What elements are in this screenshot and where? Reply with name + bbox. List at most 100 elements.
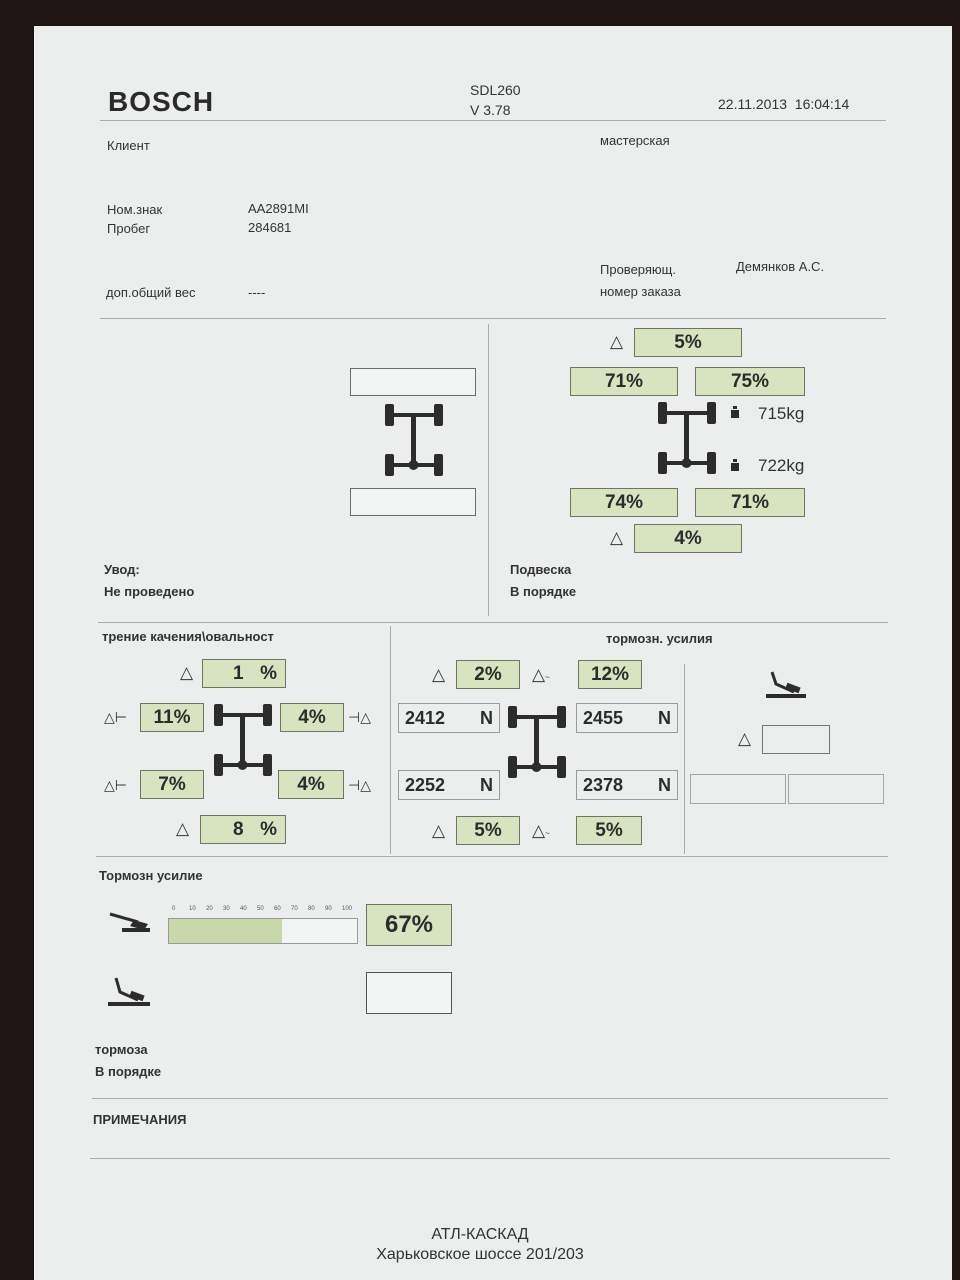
inspector-value: Демянков А.С. (736, 259, 825, 274)
rolling-rear-right: 4% (278, 770, 344, 799)
hand-brake-icon (109, 912, 150, 932)
suspension-rear-right: 71% (695, 488, 805, 517)
section-divider-vertical (684, 664, 685, 854)
rolling-rear-delta-value: 8 (233, 818, 244, 840)
rolling-front-left: 11% (140, 703, 204, 732)
chassis-diagram-icon (508, 706, 566, 778)
alignment-status: Не проведено (104, 584, 195, 599)
inspector-label: Проверяющ. (600, 262, 676, 277)
suspension-rear-weight: 722kg (758, 456, 805, 475)
scale-tick-label: 100 (342, 906, 353, 912)
scale-tick-label: 10 (189, 906, 196, 912)
section-divider-vertical (390, 626, 391, 854)
rolling-left-icon: △⊢ (104, 777, 127, 793)
chassis-diagram-icon (658, 402, 716, 474)
force-unit: N (480, 707, 493, 728)
workshop-label: мастерская (600, 133, 670, 148)
footer-address: Харьковское шоссе 201/203 (376, 1246, 584, 1263)
delta-icon: △ (432, 665, 446, 684)
efficiency-bar-fill (169, 919, 282, 943)
software-version: V 3.78 (470, 102, 511, 118)
force-value: 2252 (405, 774, 446, 795)
efficiency-bar (168, 918, 358, 944)
brand-logo: BOSCH (108, 86, 215, 117)
rolling-right-icon: ⊣△ (348, 709, 371, 725)
section-divider (98, 622, 888, 623)
order-label: номер заказа (600, 284, 681, 299)
delta-icon: △ (180, 663, 194, 682)
force-value: 2412 (405, 707, 446, 728)
brake-front-delta2: 12% (578, 660, 642, 689)
brake-rear-right-force: 2378 N (576, 770, 678, 800)
delta-ovality-icon: △~ (532, 821, 550, 840)
scale-tick-label: 30 (223, 906, 230, 912)
force-unit: N (658, 707, 671, 728)
mileage-label: Пробег (107, 221, 151, 236)
report-sheet (34, 26, 952, 1280)
brake-rear-delta2: 5% (576, 816, 642, 845)
scale-tick-label: 0 (172, 906, 176, 912)
scale-tick-label: 80 (308, 906, 315, 912)
alignment-front-box (350, 368, 476, 396)
scale-tick-label: 70 (291, 906, 298, 912)
foot-brake-box (366, 972, 452, 1014)
force-unit: N (480, 774, 493, 795)
suspension-front-right: 75% (695, 367, 805, 396)
suspension-front-delta: 5% (634, 328, 742, 357)
section-divider (90, 1158, 890, 1159)
brake-rear-delta: 5% (456, 816, 520, 845)
scale-tick-label: 50 (257, 906, 264, 912)
extra-weight-label: доп.общий вес (106, 285, 196, 300)
section-divider (92, 1098, 888, 1099)
suspension-front-left: 71% (570, 367, 678, 396)
section-divider (96, 856, 888, 857)
plate-label: Ном.знак (107, 202, 163, 217)
chassis-diagram-icon (385, 404, 443, 476)
rolling-right-icon: ⊣△ (348, 777, 371, 793)
percent-unit: % (260, 818, 277, 840)
rolling-front-delta-value: 1 (233, 662, 244, 684)
force-unit: N (658, 774, 671, 795)
pedal-right-box (788, 774, 884, 804)
delta-icon: △ (610, 332, 624, 351)
alignment-rear-box (350, 488, 476, 516)
report-datetime: 22.11.2013 16:04:14 (718, 96, 850, 112)
notes-label: ПРИМЕЧАНИЯ (93, 1112, 187, 1127)
pedal-left-box (690, 774, 786, 804)
suspension-rear-delta: 4% (634, 524, 742, 553)
brake-force-title: тормозн. усилия (606, 631, 713, 646)
delta-icon: △ (610, 528, 624, 547)
rolling-rear-left: 7% (140, 770, 204, 799)
brakes-title: тормоза (95, 1042, 148, 1057)
suspension-rear-left: 74% (570, 488, 678, 517)
rolling-rear-delta: 8% (200, 815, 286, 844)
mileage-value: 284681 (248, 220, 292, 235)
brake-front-right-force: 2455 N (576, 703, 678, 733)
suspension-front-weight: 715kg (758, 404, 805, 423)
chassis-diagram-icon (214, 704, 272, 776)
parking-title: Тормозн усилие (99, 868, 203, 883)
scale-tick-label: 20 (206, 906, 213, 912)
delta-icon: △ (432, 821, 446, 840)
weight-icon (731, 406, 739, 418)
scale-tick-label: 40 (240, 906, 247, 912)
weight-icon (731, 459, 739, 471)
pedal-delta-box (762, 725, 830, 754)
section-divider-vertical (488, 324, 489, 616)
percent-unit: % (260, 662, 277, 684)
brake-front-delta: 2% (456, 660, 520, 689)
parking-efficiency: 67% (366, 904, 452, 946)
plate-value: AA2891MI (248, 201, 309, 216)
delta-ovality-icon: △~ (532, 665, 550, 684)
brake-rear-left-force: 2252 N (398, 770, 500, 800)
brake-pedal-icon (766, 671, 806, 698)
rolling-left-icon: △⊢ (104, 709, 127, 725)
rolling-title: трение качения\овальност (102, 629, 274, 644)
force-value: 2455 (583, 707, 624, 728)
device-model: SDL260 (470, 82, 521, 98)
scale-tick-label: 60 (274, 906, 281, 912)
foot-brake-icon (108, 977, 150, 1006)
force-value: 2378 (583, 774, 624, 795)
alignment-title: Увод: (104, 562, 140, 577)
